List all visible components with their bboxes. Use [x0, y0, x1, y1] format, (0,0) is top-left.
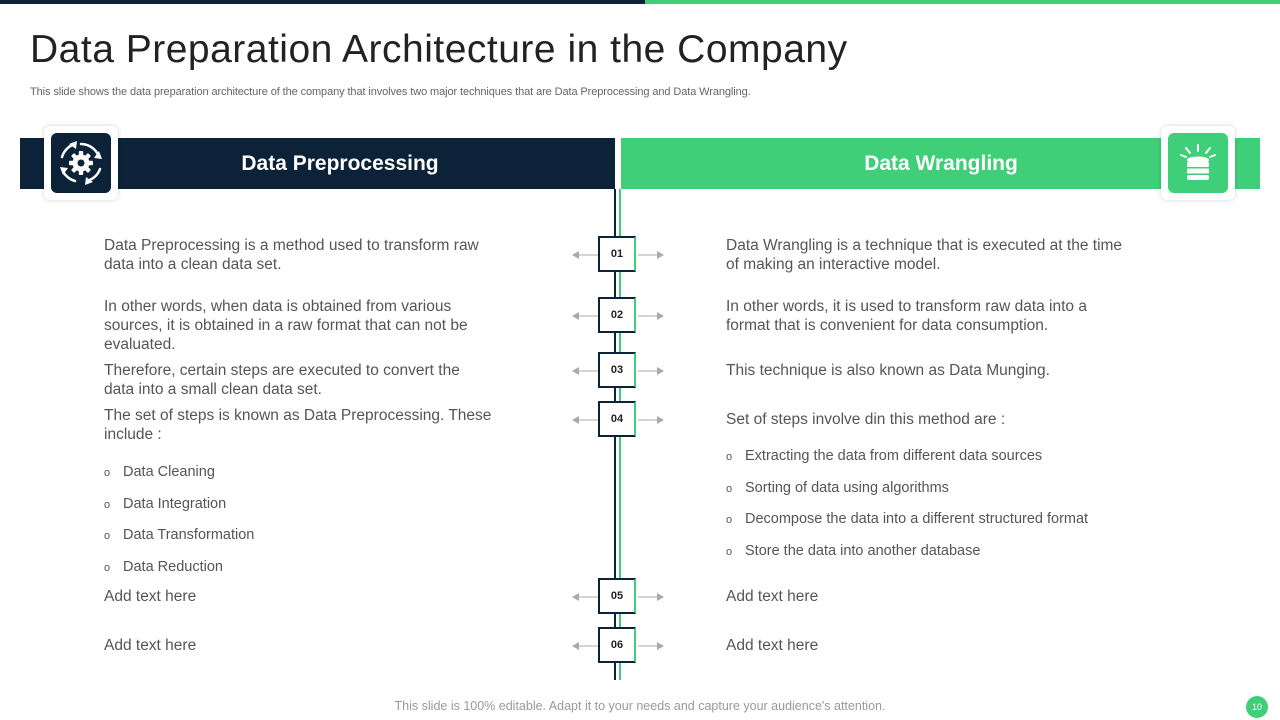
step-number-05: 05 [598, 578, 636, 614]
bullet-marker: o [104, 530, 111, 542]
page-title: Data Preparation Architecture in the Com… [30, 28, 848, 71]
preprocessing-paragraph-3: Therefore, certain steps are executed to… [104, 362, 460, 398]
bullet-marker: o [104, 562, 111, 574]
bullet-marker: o [104, 467, 111, 479]
gear-cycle-icon [60, 141, 102, 185]
top-accent-bar-dark [0, 0, 645, 4]
wrangling-paragraph-3: This technique is also known as Data Mun… [726, 362, 1050, 379]
database-icon-container [1161, 126, 1235, 200]
bullet-text: Data Cleaning [123, 464, 215, 480]
wrangling-bullet: o Extracting the data from different data… [726, 448, 1042, 464]
arrow-left-icon [572, 593, 598, 601]
bullet-text: Data Transformation [123, 527, 255, 543]
arrow-left-icon [572, 367, 598, 375]
arrow-left-icon [572, 251, 598, 259]
preprocessing-paragraph-2: In other words, when data is obtained fr… [104, 298, 468, 353]
step-number-06: 06 [598, 627, 636, 663]
data-wrangling-header: Data Wrangling [621, 138, 1260, 189]
arrow-left-icon [572, 416, 598, 424]
wrangling-bullet: o Sorting of data using algorithms [726, 480, 949, 496]
step-number-01: 01 [598, 236, 636, 272]
bullet-marker: o [726, 483, 733, 495]
arrow-right-icon [638, 416, 664, 424]
database-icon [1180, 144, 1216, 180]
bullet-marker: o [726, 451, 733, 463]
preprocessing-bullet: o Data Reduction [104, 559, 223, 575]
data-preprocessing-header-label: Data Preprocessing [241, 152, 439, 175]
arrow-right-icon [638, 312, 664, 320]
footer-note: This slide is 100% editable. Adapt it to… [394, 699, 886, 713]
wrangling-bullet: o Decompose the data into a different str… [726, 511, 1088, 527]
bullet-marker: o [104, 499, 111, 511]
bullet-text: Store the data into another database [745, 543, 981, 559]
preprocessing-placeholder-1: Add text here [104, 588, 197, 605]
wrangling-paragraph-2: In other words, it is used to transform … [726, 298, 1087, 334]
preprocessing-paragraph-1: Data Preprocessing is a method used to t… [104, 237, 479, 273]
arrow-left-icon [572, 312, 598, 320]
step-number-04: 04 [598, 401, 636, 437]
bullet-text: Decompose the data into a different stru… [745, 511, 1089, 527]
data-wrangling-header-label: Data Wrangling [864, 152, 1018, 175]
bullet-text: Extracting the data from different data … [745, 448, 1043, 464]
preprocessing-bullet: o Data Cleaning [104, 464, 215, 480]
page-number-badge: 10 [1246, 696, 1268, 718]
preprocessing-placeholder-2: Add text here [104, 637, 197, 654]
wrangling-bullet: o Store the data into another database [726, 543, 980, 559]
preprocessing-bullet: o Data Transformation [104, 527, 254, 543]
wrangling-paragraph-1: Data Wrangling is a technique that is ex… [726, 237, 1123, 273]
step-number-03: 03 [598, 352, 636, 388]
arrow-right-icon [638, 642, 664, 650]
preprocessing-paragraph-4: The set of steps is known as Data Prepro… [104, 407, 492, 443]
bullet-text: Data Integration [123, 496, 227, 512]
wrangling-placeholder-1: Add text here [726, 588, 819, 605]
arrow-right-icon [638, 367, 664, 375]
arrow-right-icon [638, 251, 664, 259]
arrow-right-icon [638, 593, 664, 601]
gear-cycle-icon-container [44, 126, 118, 200]
preprocessing-bullet: o Data Integration [104, 496, 226, 512]
bullet-marker: o [726, 514, 733, 526]
page-subtitle: This slide shows the data preparation ar… [30, 86, 751, 98]
top-accent-bar-green [645, 0, 1280, 4]
step-number-02: 02 [598, 297, 636, 333]
bullet-text: Sorting of data using algorithms [745, 480, 949, 496]
wrangling-paragraph-4: Set of steps involve din this method are… [726, 411, 1006, 428]
data-preprocessing-header: Data Preprocessing [20, 138, 615, 189]
bullet-text: Data Reduction [123, 559, 223, 575]
arrow-left-icon [572, 642, 598, 650]
wrangling-placeholder-2: Add text here [726, 637, 819, 654]
bullet-marker: o [726, 546, 733, 558]
